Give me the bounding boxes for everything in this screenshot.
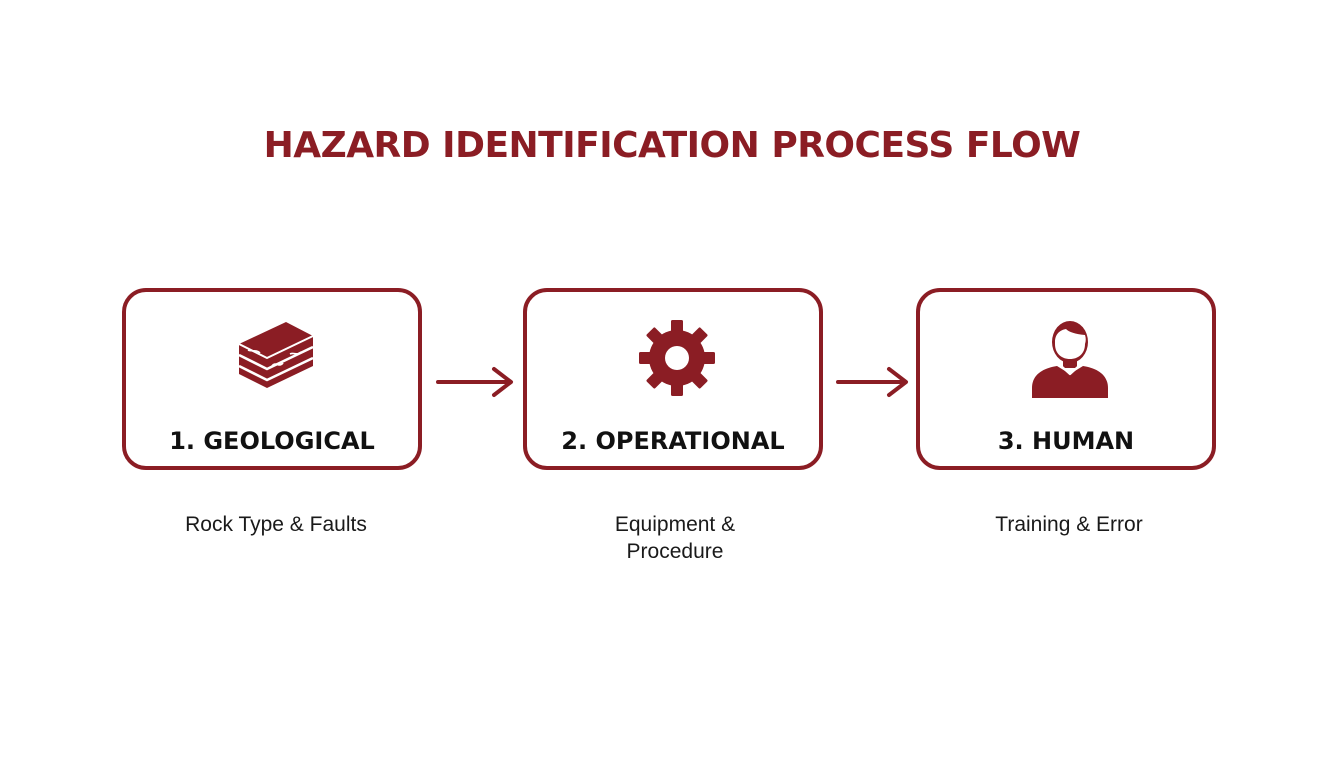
caption-line: Equipment & bbox=[614, 513, 736, 536]
caption-line: Procedure bbox=[626, 540, 724, 563]
gear-icon bbox=[637, 318, 717, 398]
caption-geological: Rock Type & Faults bbox=[126, 511, 426, 538]
step-box-geological: 1. GEOLOGICAL bbox=[122, 288, 422, 470]
step-box-human: 3. HUMAN bbox=[916, 288, 1216, 470]
flow-arrow-1 bbox=[436, 364, 518, 400]
step-label-human: 3. HUMAN bbox=[997, 427, 1135, 455]
diagram-title: HAZARD IDENTIFICATION PROCESS FLOW bbox=[263, 125, 1081, 166]
caption-line: Rock Type & Faults bbox=[185, 513, 367, 536]
step-label-geological: 1. GEOLOGICAL bbox=[169, 427, 375, 455]
rock-strata-icon bbox=[236, 318, 316, 398]
step-box-operational: 2. OPERATIONAL bbox=[523, 288, 823, 470]
flow-arrow-2 bbox=[836, 364, 918, 400]
person-icon bbox=[1030, 318, 1110, 398]
step-label-operational: 2. OPERATIONAL bbox=[561, 427, 785, 455]
caption-human: Training & Error bbox=[919, 511, 1219, 538]
caption-operational: Equipment & Procedure bbox=[525, 511, 825, 565]
caption-line: Training & Error bbox=[995, 513, 1143, 536]
